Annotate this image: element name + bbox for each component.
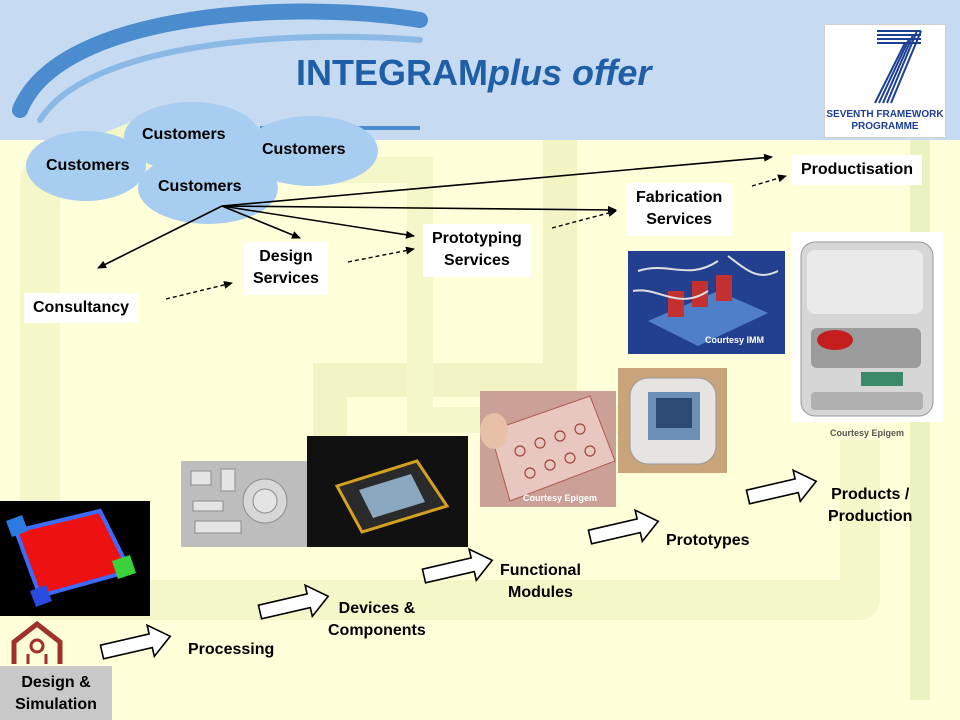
- device-image: [800, 241, 934, 417]
- consultancy-label: Consultancy: [33, 299, 130, 316]
- dashed-arrow-fabrication-productisation: [751, 174, 787, 187]
- customers-label-left: Customers: [46, 157, 130, 174]
- productisation-box: Productisation: [792, 155, 923, 186]
- prototype-image: [618, 368, 727, 473]
- credit-epigem-device: Courtesy Epigem: [830, 428, 905, 438]
- processing-label: Processing: [188, 641, 275, 658]
- arrow-to-design-services: [221, 205, 301, 239]
- customers-label-top: Customers: [142, 126, 226, 143]
- design-simulation-box: [0, 666, 112, 720]
- products-line1: Products /: [831, 486, 910, 503]
- modules-line1: Functional: [500, 562, 581, 579]
- design-services-line1: Design: [259, 248, 313, 265]
- dashed-arrow-prototyping-fabrication: [551, 209, 617, 229]
- simulation-image: [0, 501, 150, 616]
- flow-arrow-2: [257, 583, 330, 620]
- consultancy-box: Consultancy: [24, 293, 139, 324]
- design-services-box: Design Services: [244, 242, 328, 295]
- fp7-logo: SEVENTH FRAMEWORK PROGRAMME: [824, 24, 946, 138]
- fabrication-photo: Courtesy IMM: [628, 251, 785, 354]
- functional-module-photo: Courtesy Epigem: [480, 391, 616, 507]
- customers-label-bottom: Customers: [158, 178, 242, 195]
- dashed-arrow-design-prototyping: [347, 246, 415, 263]
- design-simulation-line1: Design &: [21, 674, 91, 691]
- slide-title: INTEGRAMplus offer: [296, 52, 651, 94]
- products-line2: Production: [828, 508, 913, 526]
- modules-line2: Modules: [508, 584, 573, 602]
- flow-arrow-3: [421, 547, 494, 584]
- product-device-photo: [791, 232, 943, 422]
- productisation-label: Productisation: [801, 161, 914, 178]
- wafer-image: [181, 461, 310, 547]
- flow-arrow-5: [745, 468, 818, 505]
- dashed-arrow-consultancy-design: [165, 280, 233, 300]
- fp7-seven-icon: [874, 30, 922, 104]
- microfluidic-chip-image: [480, 391, 616, 507]
- fabrication-services-box: Fabrication Services: [627, 183, 732, 236]
- microfluidic-rig-image: [628, 251, 785, 354]
- arrow-to-productisation: [221, 153, 773, 207]
- prototyping-services-line2: Services: [443, 252, 510, 270]
- design-simulation-label: Design & Simulation: [7, 672, 105, 717]
- devices-components-label: Devices & Components: [328, 598, 426, 643]
- design-services-line2: Services: [253, 270, 319, 288]
- flow-arrow-1: [99, 623, 172, 660]
- simulation-photo: [0, 501, 150, 616]
- house-logo-icon: [11, 620, 63, 664]
- packaged-chip-image: [307, 436, 468, 547]
- prototype-photo: [618, 368, 727, 473]
- functional-modules-label: Functional Modules: [500, 560, 581, 605]
- arrow-to-consultancy: [97, 205, 223, 269]
- credit-imm: Courtesy IMM: [705, 335, 765, 345]
- device-chip-photo: [307, 436, 468, 547]
- prototyping-services-box: Prototyping Services: [423, 224, 531, 277]
- design-simulation-line2: Simulation: [15, 696, 97, 714]
- arrow-to-fabrication-services: [221, 205, 617, 214]
- devices-line2: Components: [328, 622, 426, 640]
- fabrication-services-line2: Services: [646, 211, 713, 229]
- processing-photo: [181, 461, 310, 547]
- flow-arrow-4: [587, 508, 660, 545]
- products-production-label: Products / Production: [828, 484, 912, 529]
- title-italic: plus offer: [488, 52, 652, 93]
- title-main: INTEGRAM: [296, 52, 488, 93]
- prototyping-services-line1: Prototyping: [432, 230, 522, 247]
- fabrication-services-line1: Fabrication: [636, 189, 723, 206]
- logo-line2: PROGRAMME: [851, 121, 919, 132]
- logo-line1: SEVENTH FRAMEWORK: [826, 109, 944, 120]
- devices-line1: Devices &: [338, 600, 416, 617]
- credit-epigem-chip: Courtesy Epigem: [523, 493, 598, 503]
- prototypes-label: Prototypes: [666, 532, 750, 549]
- customers-label-right: Customers: [262, 141, 346, 158]
- customer-cloud-bottom: [138, 152, 278, 224]
- arrow-to-prototyping-services: [221, 205, 415, 239]
